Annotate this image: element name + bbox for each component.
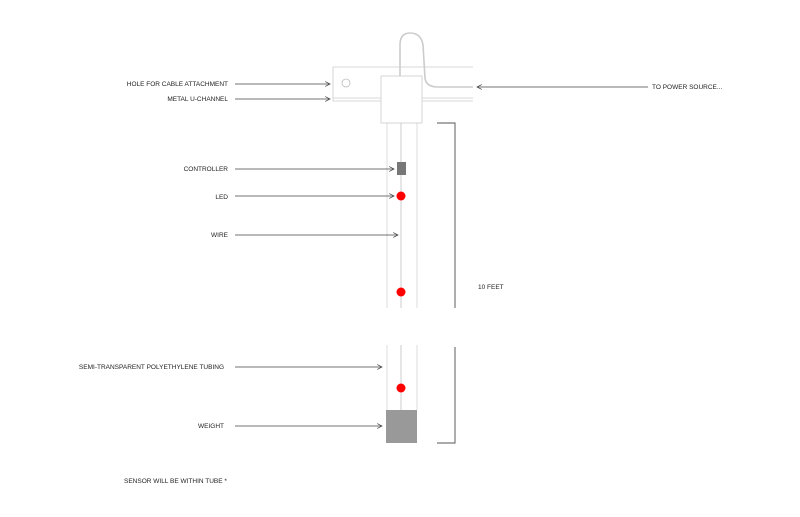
power-cable (399, 32, 473, 88)
cable-hole (341, 78, 351, 88)
label-weight: WEIGHT (198, 423, 224, 430)
label-power: TO POWER SOURCE... (652, 84, 722, 91)
controller (397, 162, 406, 175)
label-controller: CONTROLLER (184, 166, 229, 173)
led (396, 191, 406, 201)
label-hole: HOLE FOR CABLE ATTACHMENT (127, 81, 228, 88)
label-tubing: SEMI-TRANSPARENT POLYETHYLENE TUBING (79, 364, 224, 371)
label-channel: METAL U-CHANNEL (167, 96, 228, 103)
polyethylene-tube-upper (386, 123, 418, 308)
led (396, 383, 406, 393)
length-bracket (437, 122, 456, 444)
polyethylene-tube-lower (386, 345, 418, 410)
weight (386, 410, 417, 443)
label-led: LED (215, 194, 228, 201)
mount-box (380, 75, 423, 124)
led (396, 287, 406, 297)
label-length: 10 FEET (478, 284, 504, 291)
sensor-note: SENSOR WILL BE WITHIN TUBE * (124, 478, 227, 485)
label-wire: WIRE (211, 232, 229, 239)
